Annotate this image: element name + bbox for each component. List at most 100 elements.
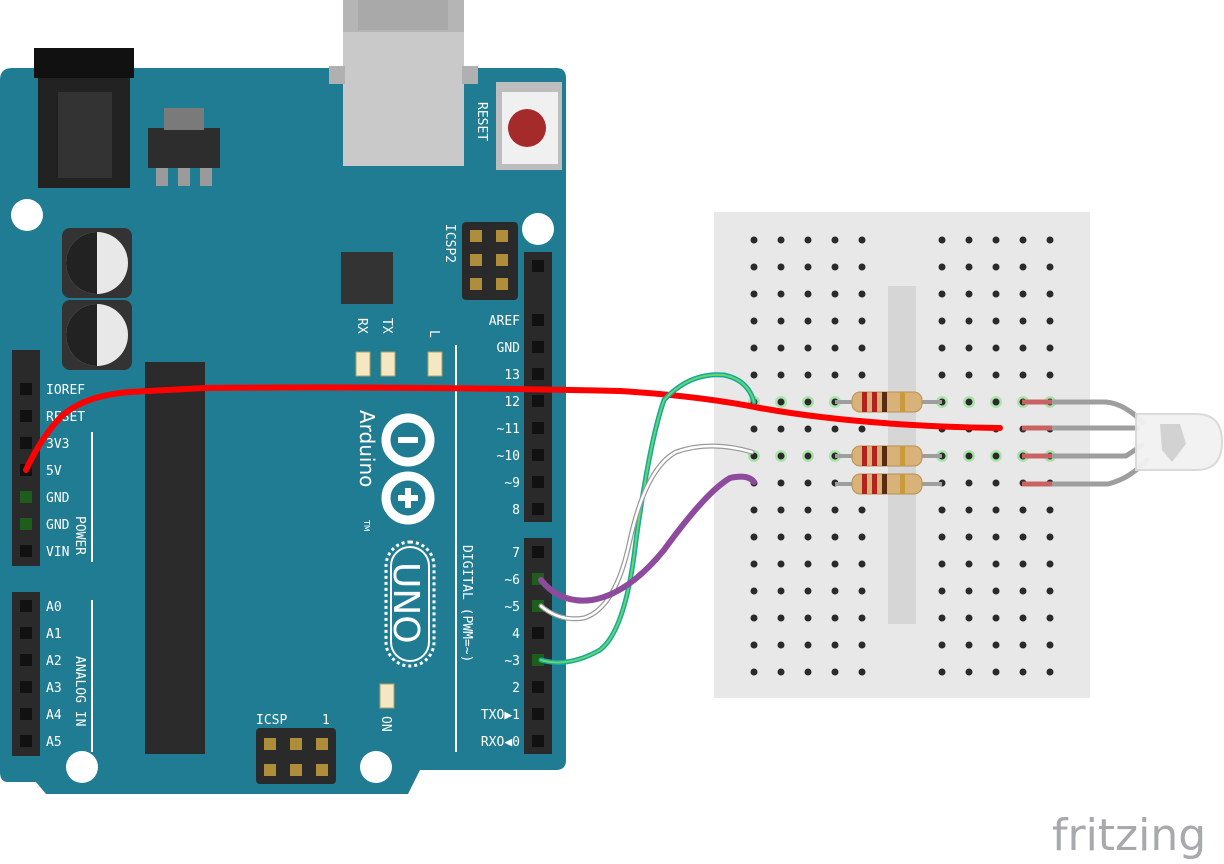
breadboard-hole	[965, 641, 973, 649]
breadboard-hole	[938, 263, 946, 271]
breadboard-hole	[938, 317, 946, 325]
power-header-pin	[20, 518, 32, 530]
breadboard-hole	[992, 344, 1000, 352]
breadboard-hole	[804, 506, 812, 514]
breadboard-hole	[804, 668, 812, 676]
breadboard-hole	[1019, 668, 1027, 676]
breadboard-hole	[1046, 506, 1054, 514]
breadboard-hole	[938, 560, 946, 568]
breadboard-hole	[938, 290, 946, 298]
usb-chip	[341, 252, 393, 304]
icsp-pin	[290, 738, 302, 750]
digital-pin-label: TXO▶1	[481, 708, 520, 723]
digital-header-pin	[532, 627, 544, 639]
breadboard-hole	[804, 344, 812, 352]
breadboard-hole	[1046, 290, 1054, 298]
power-header-pin	[20, 545, 32, 557]
breadboard-hole	[1046, 263, 1054, 271]
breadboard-hole	[858, 614, 866, 622]
digital-pin-label: 8	[512, 503, 520, 518]
breadboard-hole	[831, 668, 839, 676]
analog-header-pin-label: A3	[46, 681, 62, 696]
breadboard-hole	[965, 290, 973, 298]
breadboard-hole	[1019, 317, 1027, 325]
breadboard-hole	[965, 317, 973, 325]
wire-red-5v	[23, 384, 1003, 473]
breadboard-hole	[938, 614, 946, 622]
breadboard-hole	[938, 533, 946, 541]
power-header-pin-label: 3V3	[46, 437, 69, 452]
icsp-pin	[316, 764, 328, 776]
breadboard-hole	[777, 425, 785, 433]
breadboard-hole	[938, 668, 946, 676]
power-header-pin	[20, 491, 32, 503]
breadboard-hole	[992, 533, 1000, 541]
breadboard-hole	[750, 641, 758, 649]
breadboard-hole	[777, 452, 785, 460]
wire-purple-pin6	[538, 473, 757, 604]
analog-header-label: ANALOG IN	[72, 656, 87, 726]
reset-label: RESET	[474, 102, 489, 141]
breadboard-hole	[992, 371, 1000, 379]
breadboard-hole	[831, 506, 839, 514]
reset-button[interactable]	[496, 82, 562, 170]
breadboard-hole	[831, 587, 839, 595]
breadboard-hole	[965, 614, 973, 622]
power-header-pin	[20, 437, 32, 449]
breadboard-hole	[858, 263, 866, 271]
breadboard-hole	[777, 587, 785, 595]
trademark: TM	[362, 519, 371, 532]
breadboard-hole	[831, 533, 839, 541]
breadboard-hole	[1019, 236, 1027, 244]
power-header-pin	[20, 383, 32, 395]
breadboard-hole	[992, 452, 1000, 460]
power-header	[12, 350, 40, 566]
breadboard-hole	[804, 452, 812, 460]
digital-header-pin	[532, 341, 544, 353]
capacitor	[62, 300, 132, 370]
breadboard-hole	[938, 587, 946, 595]
breadboard-hole	[992, 641, 1000, 649]
analog-header-pin-label: A2	[46, 654, 62, 669]
l-led	[427, 351, 443, 377]
breadboard-hole	[1019, 587, 1027, 595]
icsp2-pin	[470, 254, 482, 266]
breadboard-hole	[858, 236, 866, 244]
digital-pin-label: ~9	[504, 476, 520, 491]
capacitor	[62, 228, 132, 298]
power-header-pin-label: GND	[46, 491, 70, 506]
breadboard-hole	[1019, 506, 1027, 514]
analog-header-pin-label: A5	[46, 735, 62, 750]
breadboard-hole	[831, 317, 839, 325]
digital-pin-label: AREF	[489, 314, 520, 329]
icsp2-label: ICSP2	[442, 224, 457, 263]
breadboard-hole	[804, 398, 812, 406]
breadboard-hole	[804, 614, 812, 622]
rx-led	[355, 351, 371, 377]
board-outline	[0, 68, 566, 794]
digital-header-pin	[532, 681, 544, 693]
breadboard-hole	[1046, 344, 1054, 352]
breadboard-hole	[831, 641, 839, 649]
breadboard-hole	[831, 425, 839, 433]
breadboard-hole	[858, 317, 866, 325]
power-header-pin-label: GND	[46, 518, 70, 533]
breadboard-hole	[992, 317, 1000, 325]
breadboard-hole	[938, 506, 946, 514]
digital-header-bottom	[524, 538, 552, 754]
breadboard-hole	[992, 479, 1000, 487]
analog-header-pin	[20, 708, 32, 720]
icsp2-pin	[496, 230, 508, 242]
digital-pin-label: 2	[512, 681, 520, 696]
breadboard-hole	[804, 533, 812, 541]
power-header-pin-label: VIN	[46, 545, 69, 560]
digital-header-pin	[532, 546, 544, 558]
breadboard-hole	[777, 371, 785, 379]
mounting-hole	[522, 213, 554, 245]
breadboard-hole	[831, 236, 839, 244]
digital-pin-label: 7	[512, 546, 520, 561]
breadboard-hole	[831, 614, 839, 622]
breadboard-hole	[965, 371, 973, 379]
uno-text: UNO	[385, 562, 426, 644]
breadboard-hole	[1046, 587, 1054, 595]
